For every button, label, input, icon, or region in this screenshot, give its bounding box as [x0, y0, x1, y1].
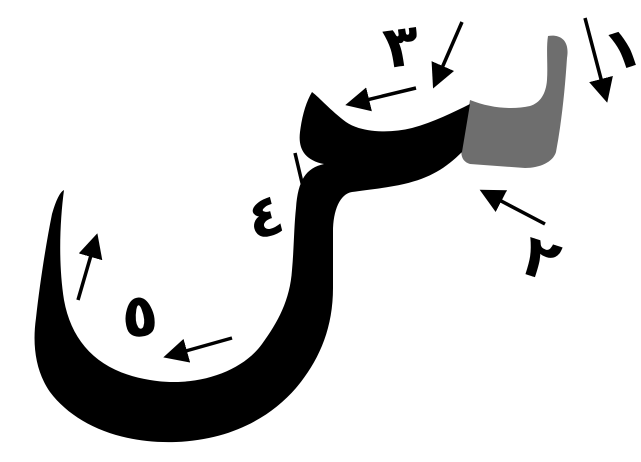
arrow-step-5 — [168, 338, 232, 356]
highlighted-first-tooth-stroke — [461, 36, 567, 168]
step-label-3: ٣ — [379, 10, 424, 82]
arrow-step-2 — [484, 192, 545, 224]
arrow-step-3-entry — [435, 22, 462, 84]
step-label-1: ١ — [595, 10, 641, 86]
step-label-4: ٤ — [240, 179, 291, 254]
step-label-5: ٥ — [118, 279, 162, 352]
arrow-step-3 — [350, 88, 416, 104]
letter-body-stroke — [35, 92, 470, 442]
step-label-2: ٢ — [514, 220, 569, 296]
arrow-step-5-end — [78, 238, 96, 300]
